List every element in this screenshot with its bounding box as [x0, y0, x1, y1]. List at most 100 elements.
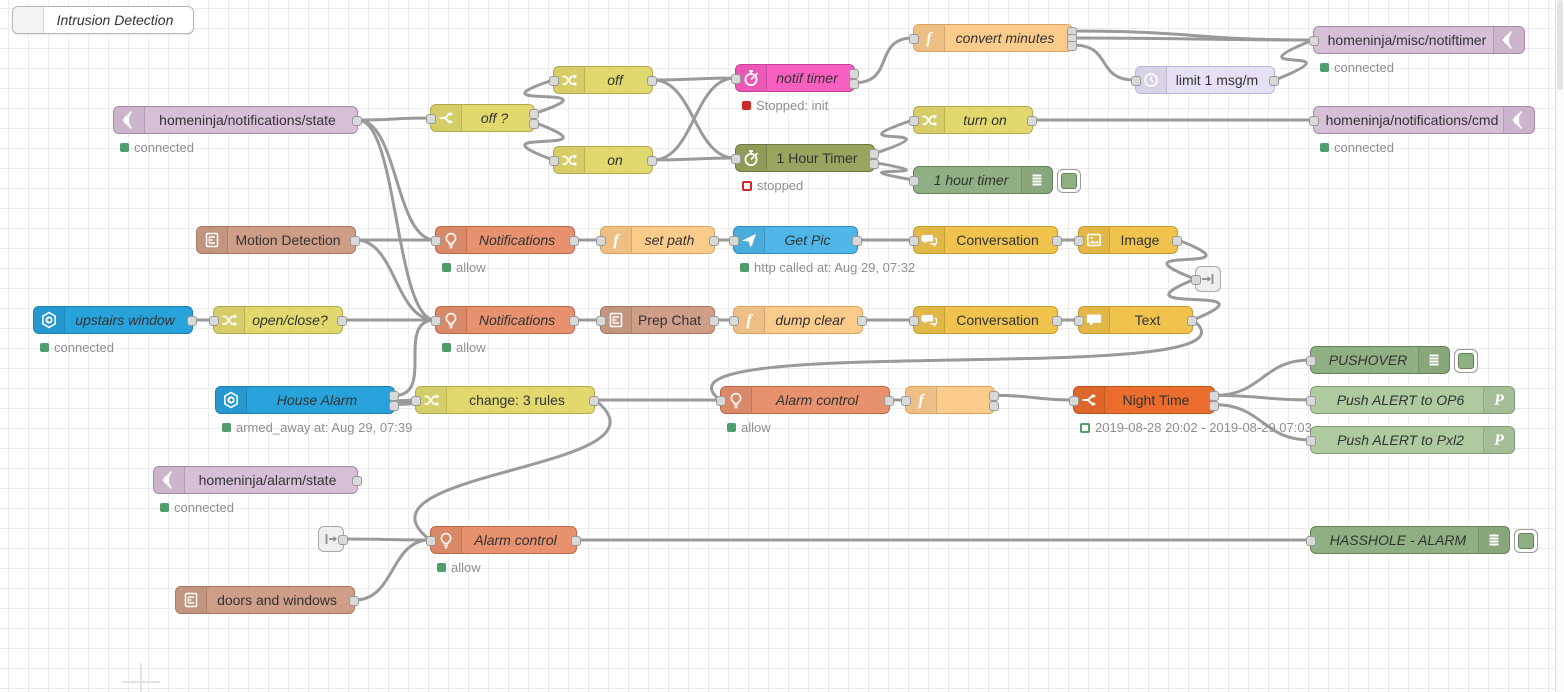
output-port[interactable] [187, 316, 197, 326]
output-port[interactable] [709, 316, 719, 326]
output-port[interactable] [569, 236, 579, 246]
output-port[interactable] [647, 76, 657, 86]
wire-motion-to-notif2[interactable] [355, 238, 436, 322]
output-port[interactable] [857, 316, 867, 326]
input-port[interactable] [549, 76, 559, 86]
input-port[interactable] [1191, 275, 1201, 285]
node-fnode[interactable]: f [901, 386, 999, 414]
input-port[interactable] [731, 154, 741, 164]
node-linkin[interactable] [318, 526, 348, 552]
node-conv1[interactable]: Conversation [909, 226, 1062, 254]
node-text[interactable]: Text [1074, 306, 1197, 334]
wire-convert-to-limit[interactable] [1072, 43, 1136, 82]
wire-fnode-to-nighttime[interactable] [994, 393, 1074, 402]
input-port[interactable] [909, 316, 919, 326]
input-port[interactable] [209, 316, 219, 326]
input-port[interactable] [1074, 316, 1084, 326]
output-port[interactable] [389, 400, 399, 411]
output-port[interactable] [352, 476, 362, 486]
node-prepchat[interactable]: Prep Chat [596, 306, 719, 334]
input-port[interactable] [596, 236, 606, 246]
wire-state-to-notif2[interactable] [357, 118, 436, 322]
node-linkout[interactable] [1191, 266, 1221, 292]
output-port[interactable] [1187, 316, 1197, 326]
input-port[interactable] [1074, 236, 1084, 246]
input-port[interactable] [909, 116, 919, 126]
wire-off_q-to-on[interactable] [523, 121, 565, 162]
wire-text-to-linkout[interactable] [1167, 277, 1221, 322]
input-port[interactable] [1309, 116, 1319, 126]
wire-linkin-to-alarmctl2[interactable] [343, 537, 431, 542]
input-port[interactable] [426, 536, 436, 546]
output-port[interactable] [849, 69, 859, 80]
input-port[interactable] [1131, 76, 1141, 86]
node-button[interactable] [1454, 349, 1478, 373]
node-image[interactable]: Image [1074, 226, 1182, 254]
wire-limit-to-mqtt_notiftimer[interactable] [1274, 38, 1314, 82]
input-port[interactable] [549, 156, 559, 166]
output-port[interactable] [1052, 236, 1062, 246]
input-port[interactable] [431, 236, 441, 246]
node-hour_timer_entity[interactable]: 1 hour timer [909, 166, 1081, 194]
input-port[interactable] [909, 34, 919, 44]
input-port[interactable] [729, 316, 739, 326]
output-port[interactable] [350, 236, 360, 246]
input-port[interactable] [426, 114, 436, 124]
input-port[interactable] [909, 236, 919, 246]
node-off[interactable]: off [549, 66, 657, 94]
input-port[interactable] [729, 236, 739, 246]
output-port[interactable] [349, 596, 359, 606]
input-port[interactable] [596, 316, 606, 326]
node-button[interactable] [1057, 169, 1081, 193]
wire-image-to-linkout[interactable] [1165, 238, 1208, 281]
wire-hour_timer-to-hour_timer_entity[interactable] [874, 161, 914, 182]
node-change3[interactable]: change: 3 rules [411, 386, 599, 414]
wire-notif_timer-to-convert[interactable] [854, 36, 914, 85]
node-off_q[interactable]: off ? [426, 104, 539, 132]
wire-nighttime-to-op6[interactable] [1214, 393, 1311, 402]
output-port[interactable] [529, 118, 539, 129]
wire-nighttime-to-pxl2[interactable] [1214, 403, 1311, 442]
node-button[interactable] [1514, 529, 1538, 553]
output-port[interactable] [852, 236, 862, 246]
output-port[interactable] [338, 535, 348, 545]
output-port[interactable] [569, 316, 579, 326]
node-doors[interactable]: doors and windows [175, 586, 359, 614]
output-port[interactable] [1209, 400, 1219, 411]
output-port[interactable] [869, 149, 879, 160]
node-openclose[interactable]: open/close? [209, 306, 347, 334]
output-port[interactable] [1027, 116, 1037, 126]
input-port[interactable] [909, 176, 919, 186]
output-port[interactable] [849, 78, 859, 89]
wire-doors-to-alarmctl2[interactable] [354, 538, 431, 602]
input-port[interactable] [1069, 396, 1079, 406]
wire-on-to-notif_timer[interactable] [652, 76, 736, 162]
output-port[interactable] [884, 396, 894, 406]
wire-hour_timer-to-turn_on[interactable] [874, 118, 914, 155]
output-port[interactable] [709, 236, 719, 246]
output-port[interactable] [647, 156, 657, 166]
input-port[interactable] [1306, 396, 1316, 406]
node-turn_on[interactable]: turn on [909, 106, 1037, 134]
vertical-scrollbar[interactable] [1555, 0, 1564, 692]
input-port[interactable] [1306, 356, 1316, 366]
output-port[interactable] [571, 536, 581, 546]
scrollbar-thumb[interactable] [1557, 0, 1563, 90]
wire-text-to-alarmctl1[interactable] [709, 318, 1204, 402]
